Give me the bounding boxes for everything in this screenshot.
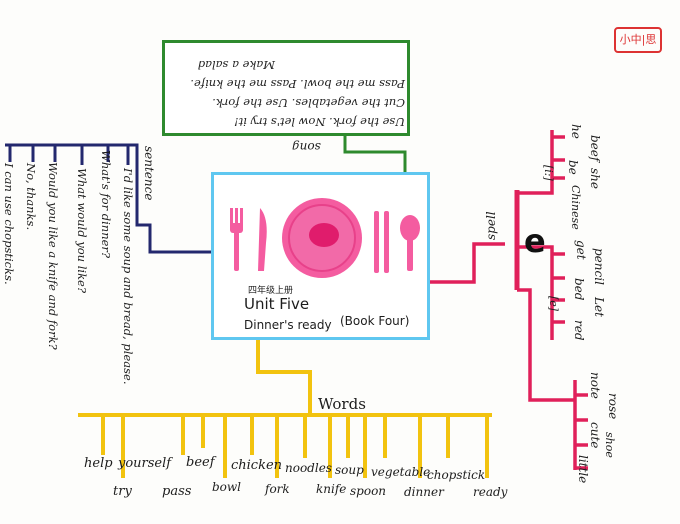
spell-word: be bbox=[566, 160, 580, 175]
word-item: help bbox=[84, 456, 113, 471]
sound-label: [i:] bbox=[542, 165, 555, 181]
word-item: spoon bbox=[350, 484, 387, 498]
sentence-item: What would you like? bbox=[75, 168, 89, 294]
word-item: ready bbox=[473, 485, 508, 499]
tableware-illustration bbox=[230, 198, 420, 278]
word-item: knife bbox=[316, 482, 347, 496]
spell-word: she bbox=[588, 168, 602, 189]
spell-branch-lines bbox=[430, 130, 588, 470]
words-branch-label: Words bbox=[318, 395, 366, 413]
sound-label: [e] bbox=[547, 296, 560, 312]
spell-word: pencil bbox=[592, 248, 606, 285]
song-box: Use the fork. Now let's try it! Cut the … bbox=[162, 40, 410, 136]
sentence-item: What's for dinner? bbox=[99, 150, 113, 259]
spell-word: shoe bbox=[603, 432, 616, 458]
spoon-icon bbox=[400, 215, 420, 271]
knife-icon bbox=[258, 208, 267, 271]
spell-word: Chinese bbox=[569, 185, 582, 230]
word-item: dinner bbox=[404, 485, 444, 499]
word-item: try bbox=[113, 484, 132, 499]
song-line: Pass me the bowl. Pass me the knife. bbox=[190, 77, 405, 91]
sentence-branch-label: sentence bbox=[142, 146, 156, 201]
spell-branch-label: spell bbox=[484, 211, 498, 240]
spell-letter: e bbox=[524, 222, 546, 260]
book-label: (Book Four) bbox=[340, 314, 410, 328]
sentence-item: No, thanks. bbox=[24, 163, 38, 231]
spell-word: rose bbox=[606, 393, 620, 420]
word-item: chicken bbox=[231, 458, 283, 473]
word-item: pass bbox=[162, 484, 192, 499]
spell-word: cute bbox=[588, 422, 602, 449]
word-item: bowl bbox=[212, 480, 242, 494]
song-line: Use the fork. Now let's try it! bbox=[233, 115, 405, 129]
spell-word: bed bbox=[572, 278, 586, 301]
sentence-item: I'd like some soup and bread, please. bbox=[121, 168, 135, 385]
word-item: yourself bbox=[118, 456, 172, 471]
word-item: vegetable bbox=[371, 465, 431, 479]
grade-label: 四年级上册 bbox=[248, 286, 294, 296]
spell-word: beef bbox=[588, 135, 602, 162]
word-item: soup bbox=[335, 463, 364, 477]
center-topic-box: 四年级上册 Unit Five Dinner's ready (Book Fou… bbox=[211, 172, 430, 340]
sentence-item: I can use chopsticks. bbox=[2, 163, 16, 285]
spell-word: note bbox=[588, 372, 602, 399]
spell-word: Let bbox=[592, 297, 606, 317]
song-line: Cut the vegetables. Use the fork. bbox=[212, 96, 405, 110]
word-item: noodles bbox=[285, 461, 332, 475]
song-line: Make a salad bbox=[197, 58, 275, 72]
word-item: chopstick bbox=[427, 468, 486, 482]
spell-word: he bbox=[569, 124, 583, 139]
chopsticks-icon bbox=[374, 211, 379, 273]
spell-word: red bbox=[572, 320, 586, 341]
spell-word: get bbox=[574, 240, 588, 260]
sentence-item: Would you like a knife and fork? bbox=[46, 162, 60, 350]
song-branch-lines bbox=[343, 136, 407, 172]
fork-icon bbox=[230, 208, 243, 271]
unit-subtitle: Dinner's ready bbox=[244, 318, 332, 332]
stamp-seal: 小中|思 bbox=[614, 27, 662, 53]
song-lines: Use the fork. Now let's try it! Cut the … bbox=[169, 47, 405, 131]
sentence-branch-lines bbox=[5, 143, 211, 254]
word-item: beef bbox=[186, 455, 215, 470]
unit-title: Unit Five bbox=[244, 295, 310, 313]
word-item: fork bbox=[265, 482, 290, 496]
words-branch-lines bbox=[78, 340, 492, 478]
spell-word: little bbox=[576, 455, 590, 484]
song-branch-label: song bbox=[292, 140, 321, 154]
